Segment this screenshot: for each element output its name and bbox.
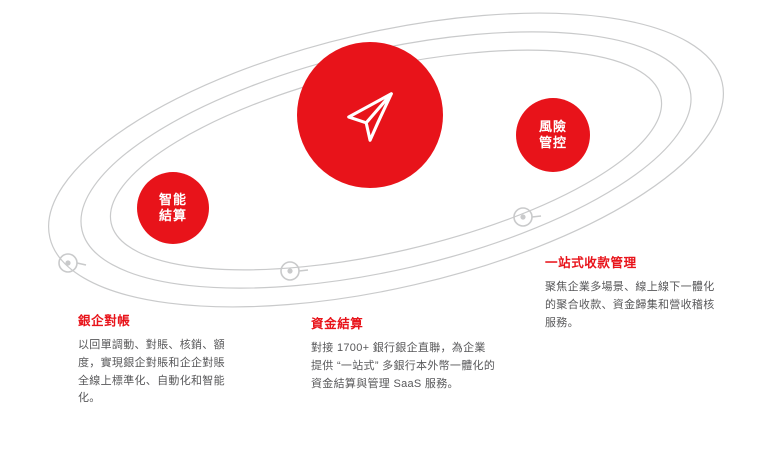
node-label-line1: 風險 [538, 119, 567, 135]
orbit-marker-right [513, 207, 542, 227]
node-label-line2: 管控 [538, 135, 567, 150]
orbit-node-risk-control[interactable]: 風險 管控 [516, 98, 590, 172]
orbit-node-smart-settlement[interactable]: 智能 結算 [137, 172, 209, 244]
info-block-body: 聚焦企業多場景、線上線下一體化的聚合收款、資金歸集和營收稽核服務。 [545, 281, 715, 329]
info-block-title: 資金結算 [311, 317, 364, 331]
orbit-marker-left [58, 253, 87, 273]
info-block-title: 銀企對帳 [78, 314, 131, 328]
node-label-line2: 結算 [158, 208, 187, 223]
info-block-collection: 一站式收款管理 聚焦企業多場景、線上線下一體化的聚合收款、資金歸集和營收稽核服務… [545, 256, 723, 332]
info-block-settlement: 資金結算 對接 1700+ 銀行銀企直聯，為企業提供 “一站式” 多銀行本外幣一… [311, 317, 496, 393]
node-label-line1: 智能 [158, 192, 187, 208]
paper-plane-icon [341, 86, 403, 148]
info-block-reconciliation: 銀企對帳 以回單調動、對賬、核銷、額度，實現銀企對賬和企企對賬全線上標準化、自動… [78, 314, 228, 408]
info-block-body: 對接 1700+ 銀行銀企直聯，為企業提供 “一站式” 多銀行本外幣一體化的資金… [311, 342, 496, 390]
info-block-body: 以回單調動、對賬、核銷、額度，實現銀企對賬和企企對賬全線上標準化、自動化和智能化… [78, 339, 225, 405]
center-node[interactable] [297, 42, 443, 188]
orbit-marker-bottom [280, 261, 309, 281]
info-block-title: 一站式收款管理 [545, 256, 637, 270]
